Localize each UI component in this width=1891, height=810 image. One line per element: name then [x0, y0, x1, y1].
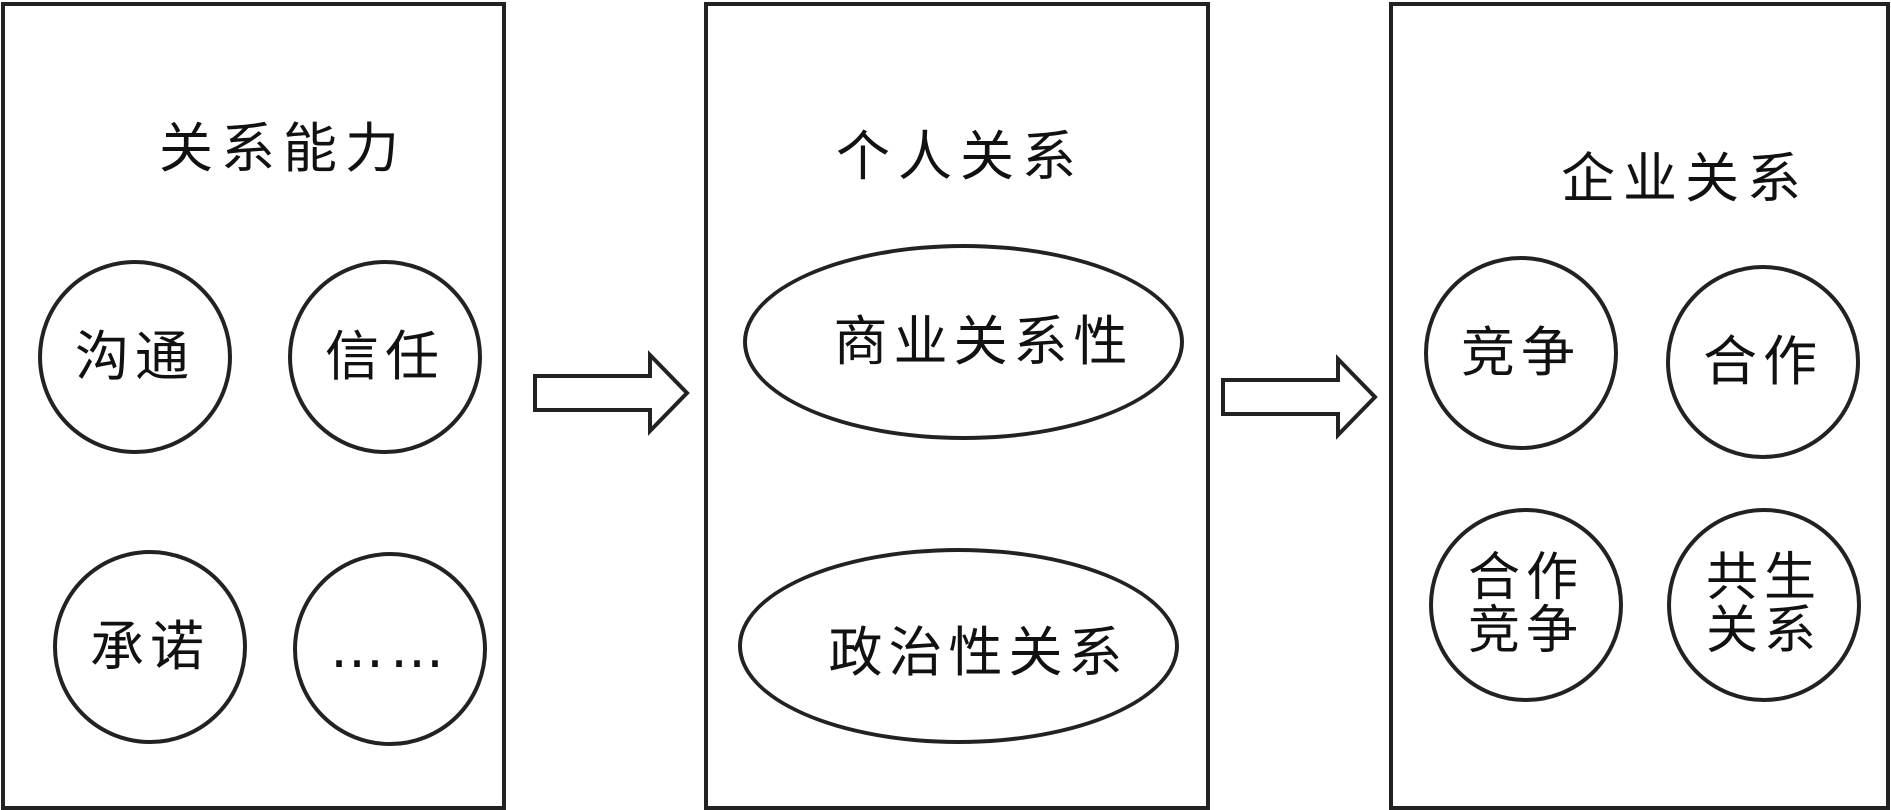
label-commitment: 承诺: [90, 615, 210, 678]
label-coopetition: 合作 竞争: [1467, 547, 1584, 661]
circle-coopetition: 合作 竞争: [1429, 508, 1623, 702]
label-trust: 信任: [325, 325, 445, 388]
label-competition: 竞争: [1461, 321, 1581, 384]
circle-symbiosis: 共生 关系: [1667, 508, 1861, 702]
circle-competition: 竞争: [1424, 256, 1618, 450]
panel-title-enterprise-relationship: 企业关系: [1561, 147, 1809, 210]
label-coopetition-line1: 合作: [1467, 547, 1584, 608]
circle-ellipsis: ……: [293, 552, 487, 746]
arrow-right-1: [533, 350, 690, 436]
ellipse-business-ties: 商业关系性: [743, 244, 1184, 440]
circle-trust: 信任: [288, 260, 482, 454]
arrow-right-2: [1221, 354, 1378, 440]
label-symbiosis: 共生 关系: [1705, 547, 1822, 661]
label-communication: 沟通: [75, 325, 195, 388]
label-cooperation: 合作: [1703, 330, 1823, 393]
label-business-ties: 商业关系性: [833, 310, 1134, 373]
circle-cooperation: 合作: [1666, 265, 1860, 459]
panel-title-relationship-capability: 关系能力: [159, 117, 407, 180]
enterprise-relationship-panel: 企业关系 竞争 合作 合作 竞争 共生 关系: [1389, 2, 1890, 810]
personal-relationship-panel: 个人关系 商业关系性 政治性关系: [704, 2, 1210, 810]
label-symbiosis-line2: 关系: [1705, 601, 1822, 661]
ellipse-political-ties: 政治性关系: [738, 548, 1179, 744]
circle-commitment: 承诺: [53, 550, 247, 744]
panel-title-personal-relationship: 个人关系: [836, 125, 1084, 188]
label-symbiosis-line1: 共生: [1705, 547, 1822, 608]
label-political-ties: 政治性关系: [828, 621, 1129, 684]
circle-communication: 沟通: [38, 260, 232, 454]
label-ellipsis: ……: [330, 617, 450, 680]
relationship-capability-panel: 关系能力 沟通 信任 承诺 ……: [1, 2, 506, 810]
label-coopetition-line2: 竞争: [1467, 601, 1584, 661]
